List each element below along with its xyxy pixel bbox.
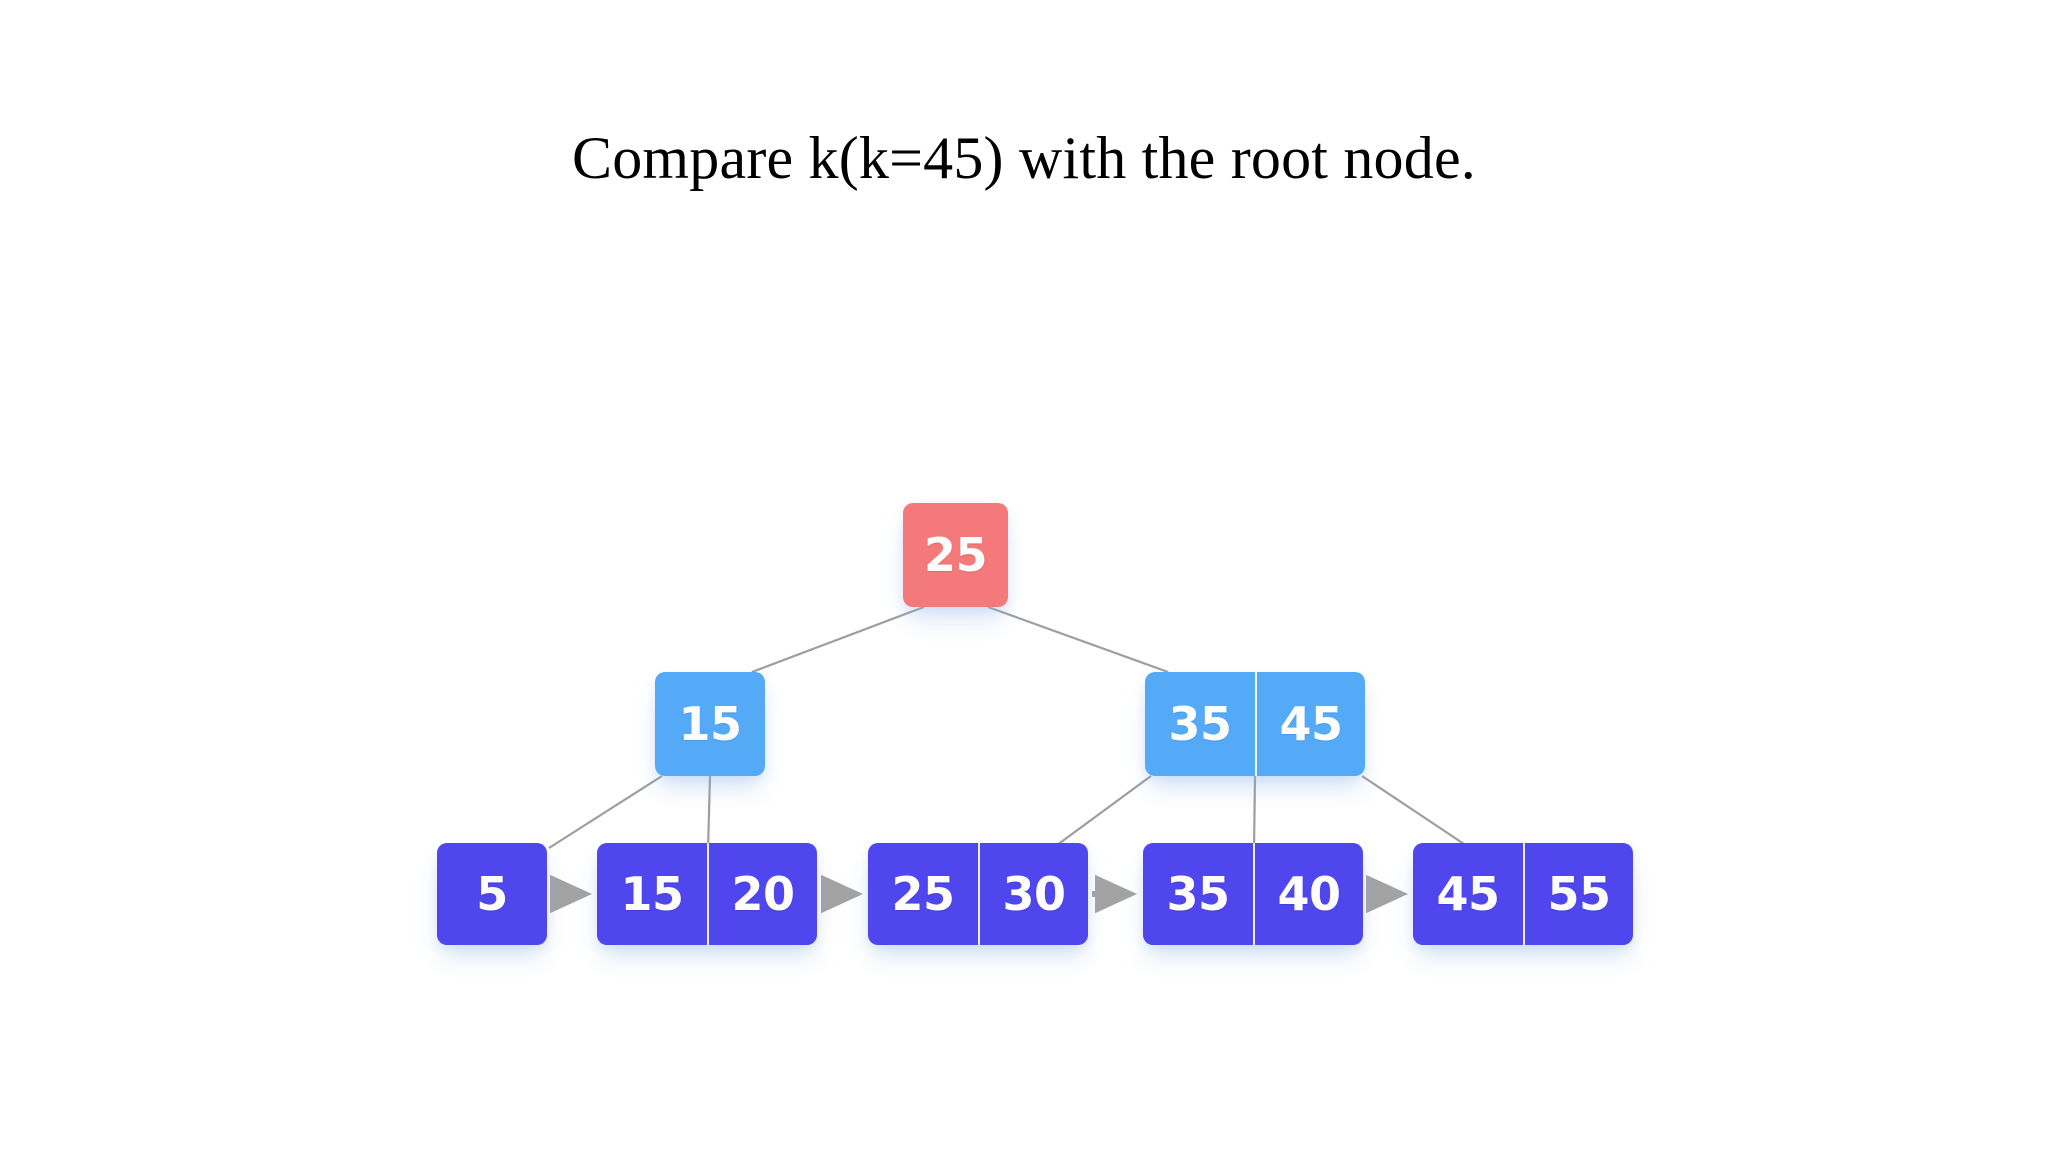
tree-leaf-node-5[interactable]: 45 55 (1413, 843, 1633, 945)
leaf-cell-key[interactable]: 20 (707, 843, 817, 945)
tree-leaf-node-4[interactable]: 35 40 (1143, 843, 1363, 945)
edge-internal-right-to-leaf-3 (1052, 775, 1152, 849)
leaf-cell-key[interactable]: 45 (1413, 843, 1523, 945)
tree-node-internal-left[interactable]: 15 (655, 672, 765, 776)
node-cell-key[interactable]: 45 (1255, 672, 1365, 776)
leaf-cell-key[interactable]: 25 (868, 843, 978, 945)
edge-internal-left-to-leaf-2 (706, 775, 712, 851)
leaf-cell-key[interactable]: 30 (978, 843, 1088, 945)
tree-leaf-node-2[interactable]: 15 20 (597, 843, 817, 945)
tree-leaf-node-1[interactable]: 5 (437, 843, 547, 945)
node-cell-key[interactable]: 25 (903, 503, 1008, 607)
leaf-cell-key[interactable]: 55 (1523, 843, 1633, 945)
node-cell-key[interactable]: 15 (655, 672, 765, 776)
edge-internal-right-to-leaf-5 (1361, 775, 1471, 849)
edge-root-to-internal-left (751, 605, 925, 674)
leaf-cell-key[interactable]: 15 (597, 843, 707, 945)
edge-root-to-internal-right (987, 605, 1169, 674)
leaf-cell-key[interactable]: 40 (1253, 843, 1363, 945)
tree-node-root[interactable]: 25 (903, 503, 1008, 607)
tree-leaf-node-3[interactable]: 25 30 (868, 843, 1088, 945)
slide-title: Compare k(k=45) with the root node. (572, 125, 1476, 191)
leaf-cell-key[interactable]: 5 (437, 843, 547, 945)
node-cell-key[interactable]: 35 (1145, 672, 1255, 776)
tree-node-internal-right[interactable]: 35 45 (1145, 672, 1365, 776)
edge-internal-left-to-leaf-1 (548, 775, 663, 849)
edge-internal-right-to-leaf-4 (1252, 775, 1257, 851)
leaf-cell-key[interactable]: 35 (1143, 843, 1253, 945)
